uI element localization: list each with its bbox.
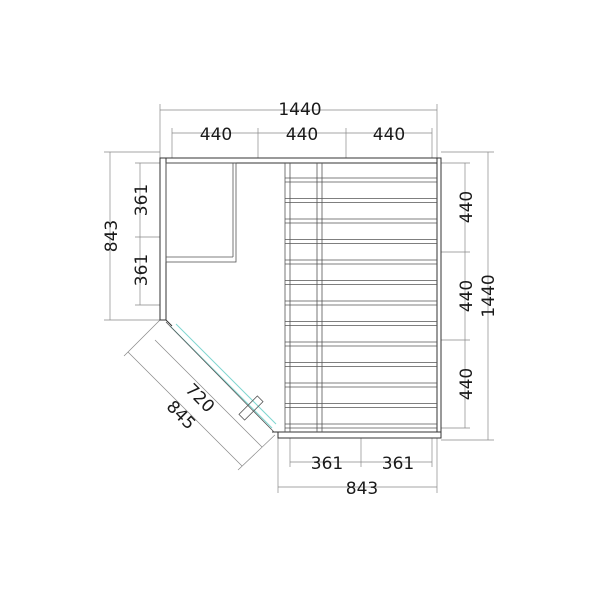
upper-bench	[165, 162, 237, 263]
dim-left-total: 843	[102, 220, 122, 252]
dim-top-total: 1440	[278, 100, 321, 120]
glass-door[interactable]	[165, 321, 277, 433]
slatted-bench	[284, 163, 437, 432]
left-dimensions: 843 361 361	[102, 151, 160, 321]
dim-right-segment: 440	[457, 280, 477, 312]
top-dimensions: 1440 440 440 440	[159, 100, 438, 160]
dim-right-total: 1440	[479, 274, 499, 317]
dim-left-segment: 361	[132, 184, 152, 216]
door-dimensions: 720 845	[123, 317, 279, 471]
dim-top-segment: 440	[200, 125, 232, 145]
dim-top-segment: 440	[286, 125, 318, 145]
bottom-dimensions: 361 361 843	[277, 438, 438, 499]
dim-right-segment: 440	[457, 368, 477, 400]
dim-bottom-segment: 361	[382, 454, 414, 474]
dim-bottom-total: 843	[346, 479, 378, 499]
door-handle[interactable]	[238, 395, 264, 421]
dim-bottom-segment: 361	[311, 454, 343, 474]
dim-left-segment: 361	[132, 254, 152, 286]
dim-right-segment: 440	[457, 191, 477, 223]
walls	[159, 157, 442, 439]
dim-top-segment: 440	[373, 125, 405, 145]
right-dimensions: 1440 440 440 440	[441, 151, 499, 441]
